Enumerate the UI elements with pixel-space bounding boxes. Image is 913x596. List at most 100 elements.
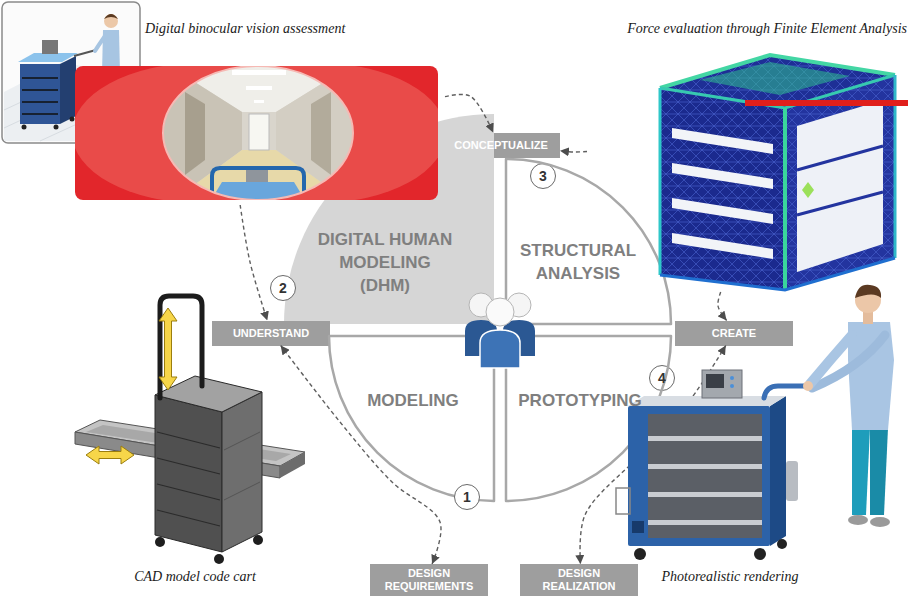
caption-holder: Digital binocular vision assessment bbox=[145, 20, 435, 37]
rendered-cart bbox=[648, 464, 762, 469]
rendered-cart bbox=[754, 548, 766, 560]
vision-field-panel bbox=[72, 60, 446, 210]
rendered-person bbox=[852, 428, 870, 515]
team-icon bbox=[480, 330, 520, 368]
step-number: 3 bbox=[530, 163, 556, 189]
quadrant-segment: PROTOTYPING bbox=[506, 336, 671, 501]
phase-label: UNDERSTAND bbox=[212, 321, 330, 346]
team-icon bbox=[503, 320, 535, 356]
vision-field-panel bbox=[185, 92, 205, 175]
vision-field-panel bbox=[254, 100, 264, 103]
fea-model bbox=[745, 100, 908, 106]
vision-field-panel bbox=[160, 66, 360, 200]
rendered-cart bbox=[777, 539, 787, 549]
fea-model bbox=[785, 75, 895, 290]
quadrant-segment: STRUCTURAL ANALYSIS bbox=[506, 159, 671, 324]
fea-model bbox=[660, 55, 908, 290]
cad-cart-model bbox=[75, 420, 305, 466]
segment-title: PROTOTYPING bbox=[510, 389, 651, 412]
inset-photo bbox=[102, 30, 120, 74]
inset-photo bbox=[102, 129, 112, 134]
inset-photo bbox=[113, 129, 123, 134]
rendered-person bbox=[812, 335, 885, 388]
cad-cart-model bbox=[155, 376, 262, 412]
cad-cart-model bbox=[160, 296, 202, 398]
inset-photo bbox=[104, 72, 111, 128]
inset-photo bbox=[2, 2, 140, 143]
rendered-person bbox=[870, 428, 888, 515]
vision-field-panel bbox=[232, 70, 286, 75]
fea-model bbox=[672, 163, 773, 189]
inset-photo bbox=[74, 50, 96, 56]
inset-photo bbox=[104, 14, 118, 28]
phase-label: CREATE bbox=[675, 321, 793, 346]
caption-holder: Photorealistic rendering bbox=[615, 568, 845, 585]
inset-photo bbox=[70, 117, 75, 122]
rendered-person bbox=[848, 515, 868, 525]
design-stage-label: DESIGN REQUIREMENTS bbox=[370, 564, 488, 596]
rendered-person bbox=[848, 322, 894, 430]
vision-field-panel bbox=[75, 66, 438, 200]
label-holder: MODELING bbox=[343, 389, 484, 412]
vision-field-panel bbox=[276, 66, 360, 200]
dashed-connector bbox=[560, 151, 587, 152]
inset-photo bbox=[95, 36, 105, 51]
fea-model bbox=[672, 233, 773, 259]
design-stage-label: DESIGN REALIZATION bbox=[520, 564, 638, 596]
vision-field-panel bbox=[163, 66, 353, 200]
rendered-person bbox=[803, 381, 813, 391]
fea-model bbox=[660, 88, 785, 290]
vision-field-panel bbox=[205, 182, 311, 200]
cad-cart-model bbox=[222, 392, 262, 552]
fea-model bbox=[797, 100, 883, 272]
rendered-person bbox=[863, 310, 873, 324]
vision-field-panel bbox=[75, 66, 328, 200]
dashed-connector bbox=[445, 94, 493, 132]
rendered-cart bbox=[730, 384, 734, 388]
step-number-text: 4 bbox=[658, 371, 666, 385]
figure-caption: Photorealistic rendering bbox=[615, 568, 845, 585]
inset-photo bbox=[104, 14, 118, 19]
vision-field-panel bbox=[160, 66, 360, 200]
rendered-cart bbox=[786, 461, 798, 501]
cad-cart-model bbox=[280, 452, 305, 478]
rendered-person bbox=[855, 285, 881, 298]
inset-photo bbox=[22, 78, 58, 114]
fea-model bbox=[785, 75, 895, 290]
fea-model bbox=[700, 62, 850, 95]
quadrant-shape bbox=[506, 159, 671, 324]
inset-photo bbox=[22, 125, 27, 130]
step-number: 1 bbox=[454, 484, 480, 510]
quadrant-shape bbox=[506, 336, 671, 501]
figure-with-caption: Photorealistic rendering bbox=[615, 360, 910, 592]
caption-holder: CAD model code cart bbox=[60, 568, 330, 585]
inset-photo bbox=[60, 56, 76, 124]
rendered-cart bbox=[706, 374, 724, 388]
label-holder: PROTOTYPING bbox=[510, 389, 651, 412]
label-holder: STRUCTURAL ANALYSIS bbox=[508, 239, 649, 285]
rendered-cart bbox=[628, 396, 786, 406]
vision-field-panel bbox=[311, 92, 331, 175]
fea-model bbox=[660, 55, 895, 108]
rendered-cart bbox=[632, 521, 644, 533]
fea-model bbox=[802, 182, 814, 198]
team-icon bbox=[507, 293, 531, 317]
inset-photo bbox=[4, 62, 138, 141]
team-icon bbox=[469, 293, 493, 317]
fea-model bbox=[660, 88, 785, 290]
rendered-cart bbox=[616, 488, 630, 514]
segment-title: STRUCTURAL ANALYSIS bbox=[508, 239, 649, 285]
rendered-cart bbox=[648, 436, 762, 441]
fea-model bbox=[660, 55, 895, 88]
caption-holder: Force evaluation through Finite Element … bbox=[587, 20, 907, 37]
vision-field-panel bbox=[190, 66, 438, 200]
rendered-cart bbox=[730, 376, 734, 380]
quadrant-shape bbox=[284, 114, 494, 324]
cad-cart-model bbox=[157, 432, 220, 526]
rendered-person bbox=[855, 287, 881, 313]
cad-cart-model bbox=[86, 446, 134, 464]
stage-label-text: CREATE bbox=[712, 327, 756, 340]
inset-photo bbox=[18, 53, 78, 62]
rendered-cart bbox=[770, 396, 786, 546]
